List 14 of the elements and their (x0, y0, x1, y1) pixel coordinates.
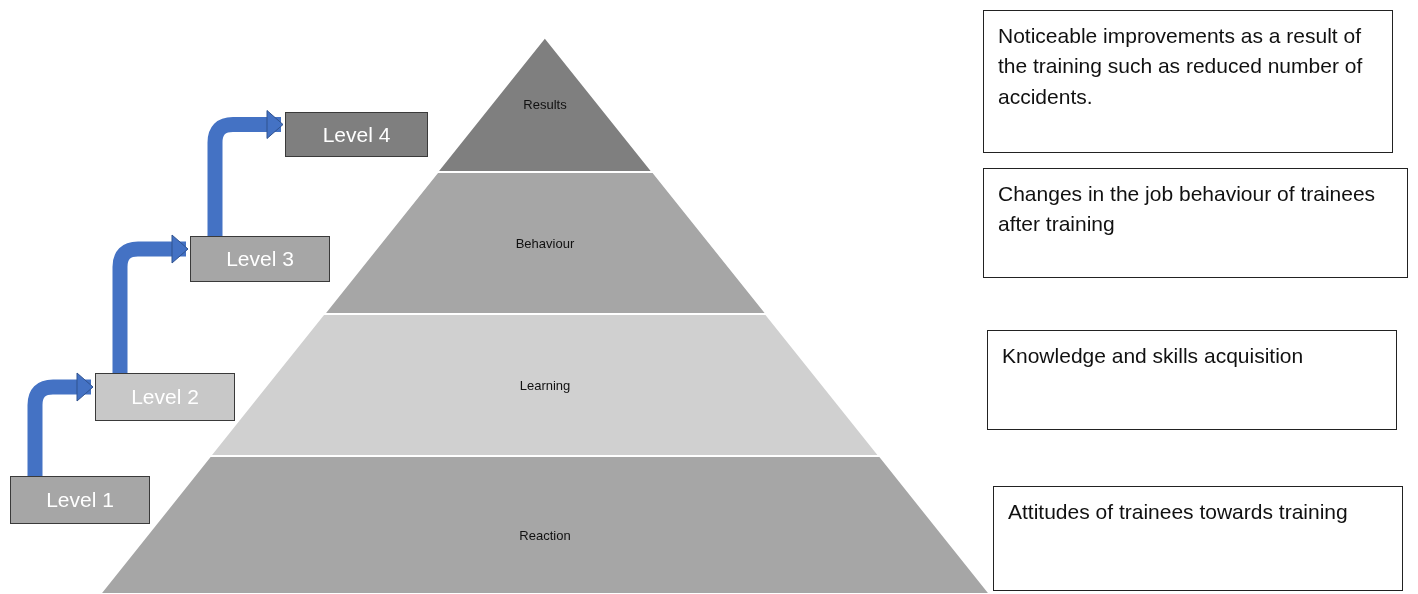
description-box: Noticeable improvements as a result of the training such as reduced number of accidents. (983, 10, 1393, 153)
bent-arrow (207, 110, 284, 236)
tier-label: Behaviour (515, 235, 575, 251)
bent-arrow (112, 234, 189, 373)
tier-label: Results (523, 97, 567, 112)
description-box: Changes in the job behaviour of trainees after training (983, 168, 1408, 278)
tier-label: Learning (519, 377, 571, 393)
bent-arrow (27, 372, 94, 476)
description-box: Attitudes of trainees towards training (993, 486, 1403, 591)
description-box: Knowledge and skills acquisition (987, 330, 1397, 430)
level-box: Level 4 (285, 112, 428, 157)
tier-label: Reaction (519, 527, 571, 543)
level-box: Level 1 (10, 476, 150, 524)
level-box: Level 3 (190, 236, 330, 282)
